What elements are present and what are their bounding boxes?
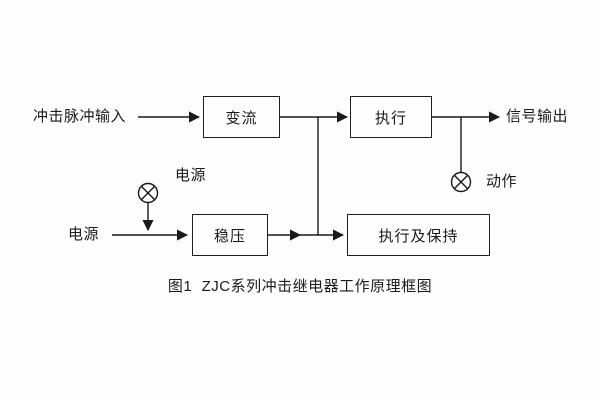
power-lamp-icon bbox=[137, 182, 159, 204]
label-action: 动作 bbox=[486, 173, 518, 190]
label-impulse-input: 冲击脉冲输入 bbox=[33, 108, 127, 125]
block-execute-hold: 执行及保持 bbox=[347, 214, 490, 256]
block-regulator: 稳压 bbox=[192, 214, 268, 256]
label-signal-output: 信号输出 bbox=[506, 108, 569, 125]
action-lamp-icon bbox=[450, 171, 472, 193]
block-executor: 执行 bbox=[350, 96, 432, 138]
label-power-lamp: 电源 bbox=[175, 167, 207, 184]
figure-caption: 图1 ZJC系列冲击继电器工作原理框图 bbox=[167, 278, 433, 295]
label-power-input: 电源 bbox=[68, 226, 100, 243]
block-converter: 变流 bbox=[203, 96, 280, 138]
